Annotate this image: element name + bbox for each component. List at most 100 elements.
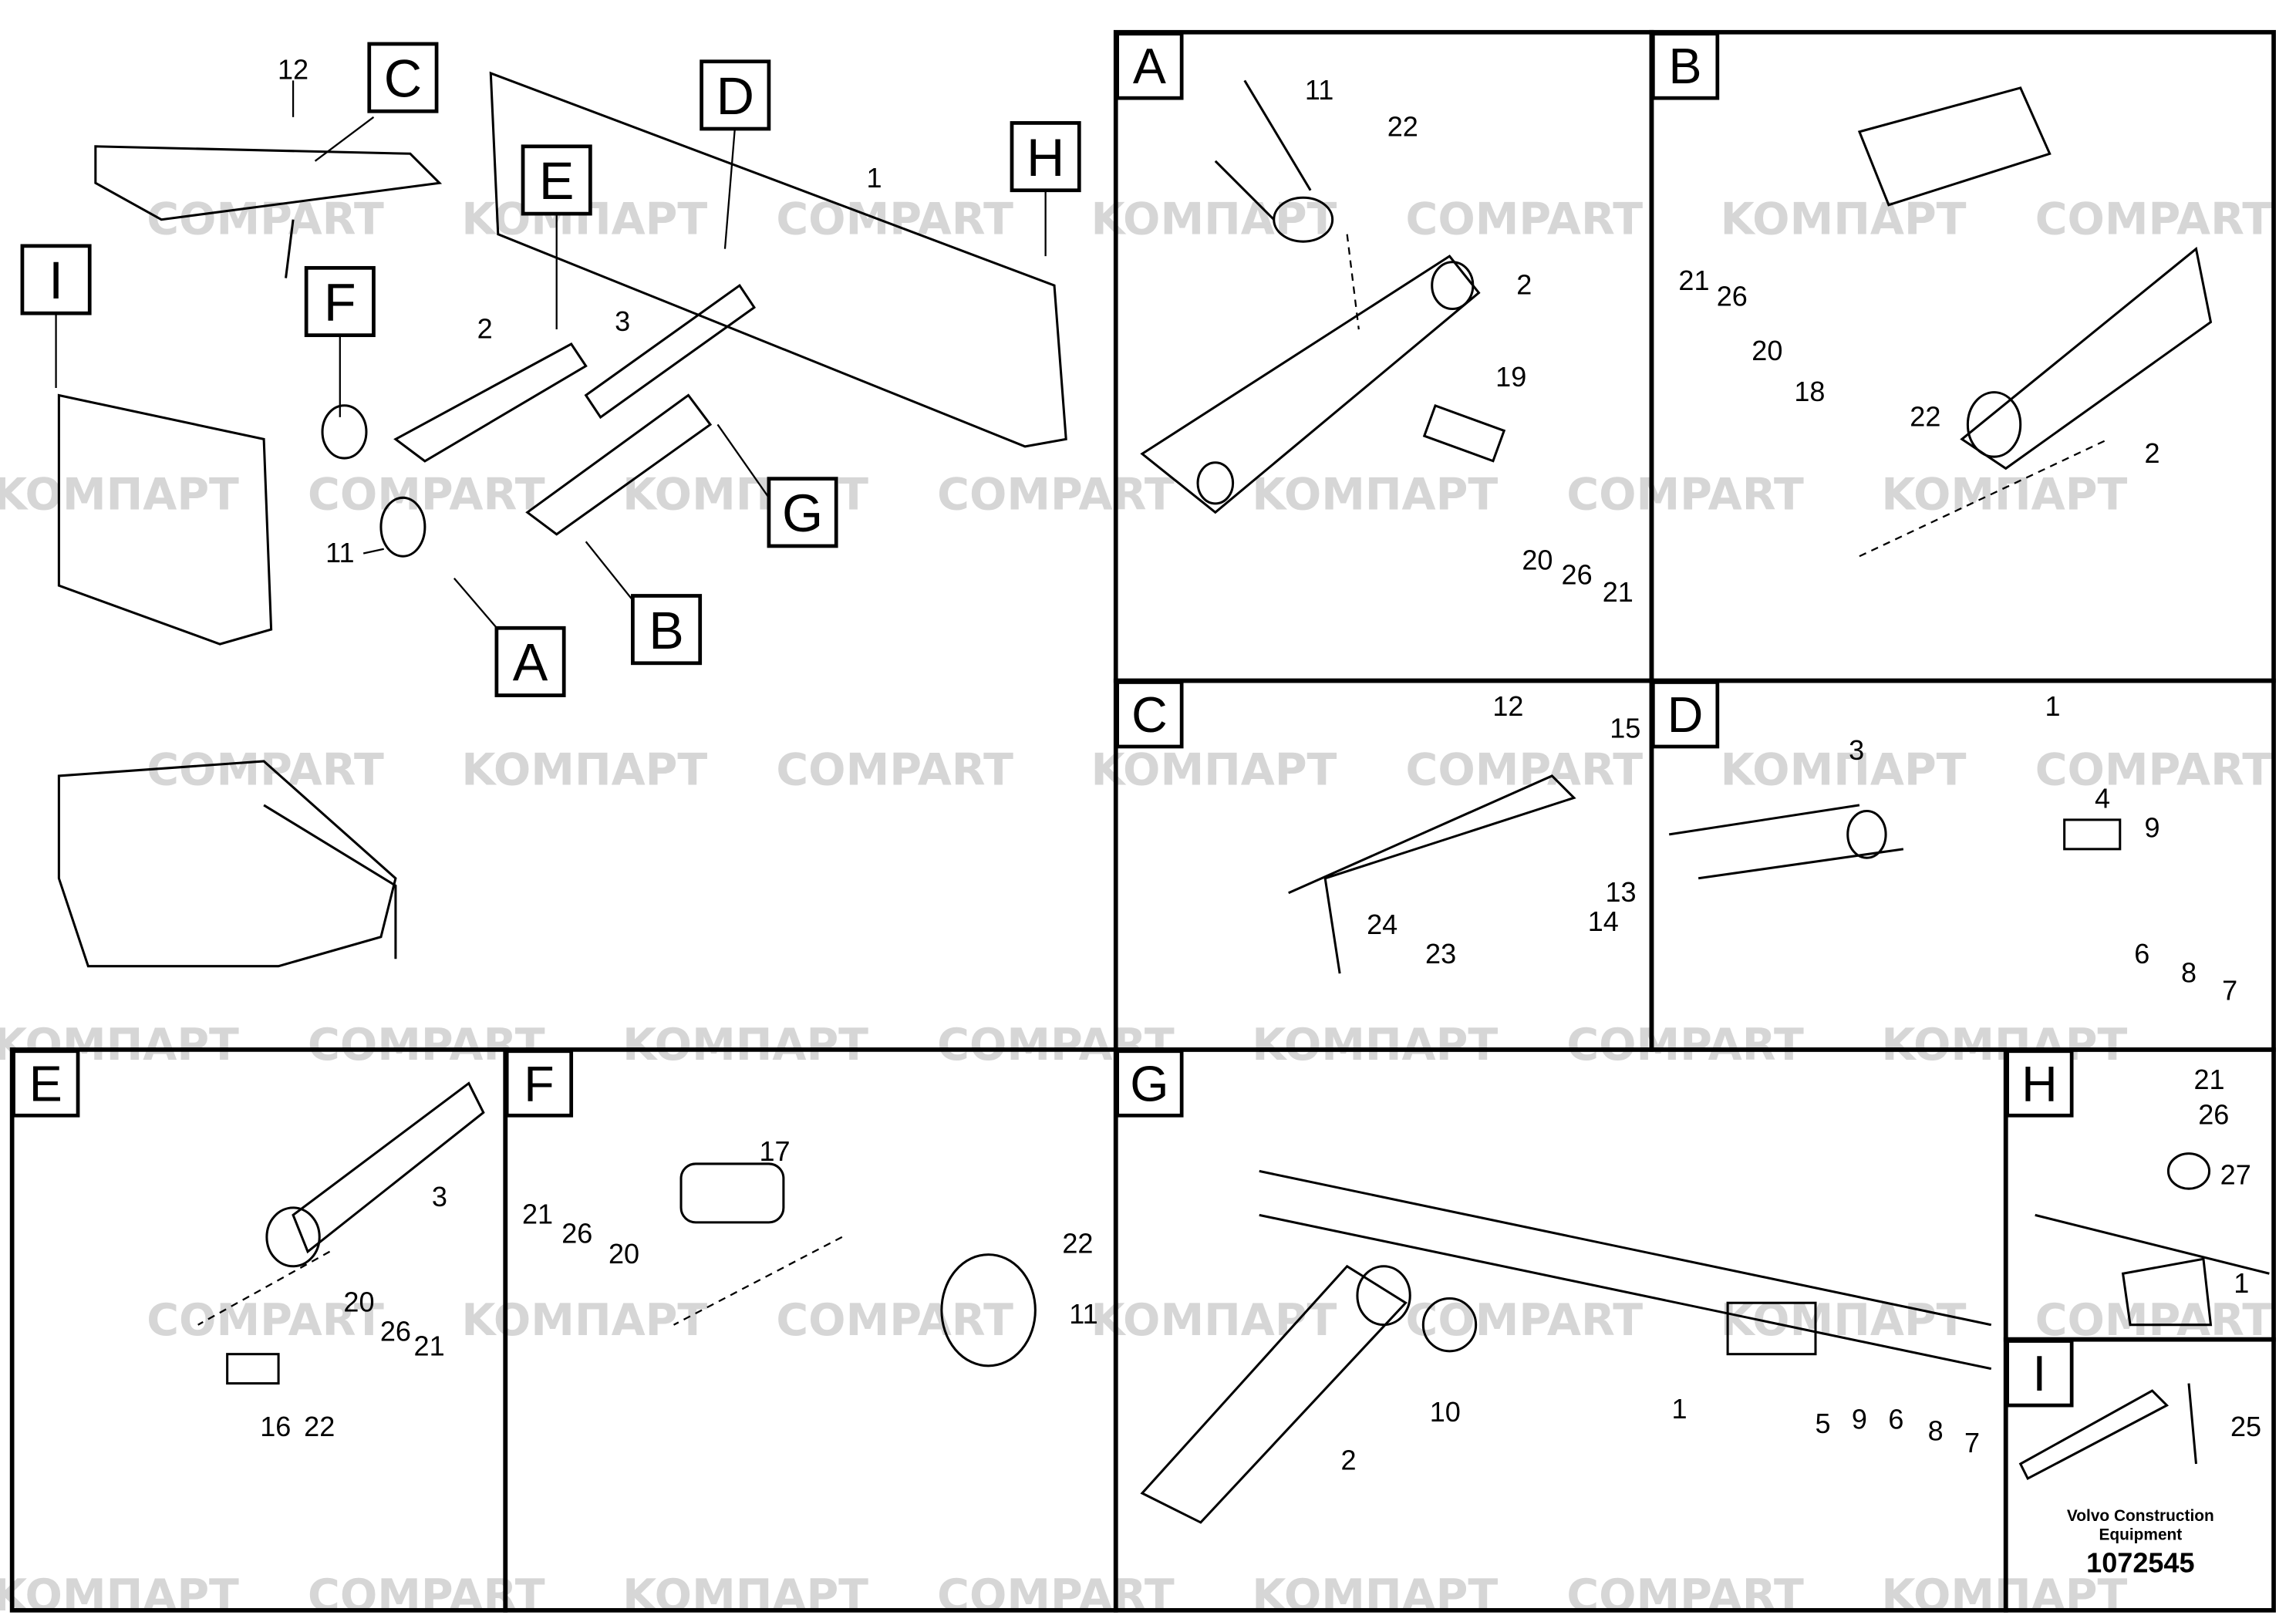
svg-text:G: G (782, 484, 823, 543)
watermark-text: COMPART (776, 1295, 1013, 1346)
part-label-A: 20 (1522, 544, 1553, 575)
watermark-text: COMPART (308, 1570, 545, 1621)
svg-text:E: E (539, 152, 575, 211)
part-label-C: 13 (1606, 876, 1637, 908)
part-label-C: 23 (1425, 938, 1456, 969)
part-label-G: 8 (1928, 1415, 1944, 1447)
watermark-text: COMPART (2035, 744, 2273, 795)
watermark-text: KOMПАРТ (1091, 194, 1337, 245)
watermark-text: KOMПАРТ (622, 1020, 868, 1071)
watermark-text: KOMПАРТ (1721, 744, 1967, 795)
footer-block: Volvo Construction Equipment 1072545 (2067, 1507, 2214, 1578)
part-label-H: 1 (2234, 1267, 2249, 1299)
watermark-text: COMPART (937, 470, 1175, 521)
callout-A: A (494, 626, 566, 697)
svg-text:I: I (2032, 1346, 2046, 1401)
svg-text:I: I (49, 251, 63, 310)
part-label-B: 26 (1717, 281, 1748, 312)
callout-D: D (700, 59, 771, 131)
part-label-F: 11 (1069, 1298, 1097, 1330)
part-label-A: 21 (1603, 576, 1633, 608)
part-label-B: 21 (1678, 265, 1709, 296)
watermark-text: COMPART (776, 744, 1013, 795)
watermark-text: KOMПАРТ (0, 1570, 239, 1621)
panel-title-D: D (1650, 680, 1720, 749)
company-line-1: Volvo Construction (2067, 1507, 2214, 1525)
callout-G: G (767, 477, 838, 548)
detail-panels (9, 29, 2276, 1613)
part-label-D: 3 (1849, 734, 1864, 766)
part-label: 11 (325, 537, 354, 568)
part-label-G: 6 (1888, 1403, 1903, 1435)
svg-text:C: C (384, 49, 422, 108)
watermark-text: COMPART (1406, 194, 1644, 245)
watermark-text: KOMПАРТ (1091, 1295, 1337, 1346)
part-label: 1 (867, 162, 882, 194)
watermark-text: KOMПАРТ (461, 744, 707, 795)
svg-text:H: H (2021, 1056, 2058, 1111)
watermark-text: COMPART (308, 470, 545, 521)
part-label-G: 5 (1815, 1408, 1830, 1439)
watermark-layer: COMPART KOMПАРТ COMPART KOMПАРТ COMPART KOMПА… (0, 194, 2272, 1621)
part-label: 12 (278, 53, 308, 85)
part-label-F: 26 (561, 1217, 592, 1249)
callout-F: F (304, 265, 376, 338)
part-label-C: 14 (1588, 905, 1619, 937)
part-label-F: 22 (1062, 1228, 1093, 1259)
part-label-G: 7 (1964, 1427, 1980, 1458)
svg-text:E: E (29, 1056, 62, 1111)
callout-B: B (631, 594, 703, 666)
part-label-G: 10 (1430, 1396, 1461, 1428)
part-label-H: 21 (2194, 1064, 2225, 1095)
part-label-E: 22 (304, 1411, 335, 1442)
svg-text:D: D (716, 67, 754, 126)
part-label-A: 2 (1516, 269, 1532, 301)
part-label-C: 24 (1367, 909, 1397, 940)
svg-text:F: F (324, 274, 356, 332)
panel-title-G: G (1115, 1049, 1184, 1118)
part-label-H: 26 (2198, 1099, 2229, 1131)
callout-H: H (1010, 121, 1081, 193)
watermark-text: COMPART (1566, 1570, 1804, 1621)
part-label-E: 20 (343, 1286, 374, 1318)
callout-E: E (521, 144, 592, 216)
watermark-text: KOMПАРТ (1252, 1570, 1498, 1621)
overview-drawing (55, 71, 1067, 968)
panel-title-E: E (12, 1049, 80, 1118)
part-label: 3 (615, 305, 630, 337)
watermark-text: COMPART (1566, 470, 1804, 521)
part-label-D: 7 (2222, 974, 2237, 1006)
panel-title-H: H (2005, 1049, 2074, 1118)
svg-text:A: A (513, 634, 548, 693)
svg-text:G: G (1130, 1056, 1168, 1111)
panel-title-A: A (1115, 32, 1184, 100)
watermark-text: COMPART (937, 1570, 1175, 1621)
part-label-B: 18 (1794, 376, 1825, 407)
part-label-B: 22 (1910, 400, 1940, 432)
callout-I: I (20, 244, 92, 315)
part-label-D: 6 (2134, 938, 2149, 969)
watermark-text: KOMПАРТ (461, 1295, 707, 1346)
watermark-text: KOMПАРТ (1881, 470, 2127, 521)
watermark-text: COMPART (147, 744, 384, 795)
part-label: 2 (477, 312, 493, 344)
svg-text:A: A (1133, 39, 1166, 94)
watermark-text: COMPART (1406, 1295, 1644, 1346)
part-label-H: 27 (2220, 1158, 2251, 1190)
part-label-I: 25 (2230, 1411, 2261, 1442)
part-label-G: 2 (1340, 1445, 1356, 1476)
part-label-D: 1 (2045, 690, 2060, 722)
part-label-C: 12 (1492, 690, 1523, 722)
part-label-E: 26 (380, 1316, 411, 1347)
part-label-D: 4 (2095, 783, 2110, 814)
svg-text:B: B (1669, 39, 1702, 94)
watermark-text: KOMПАРТ (1091, 744, 1337, 795)
part-label-G: 9 (1852, 1403, 1867, 1435)
panel-title-I: I (2005, 1339, 2074, 1408)
part-label-F: 21 (522, 1199, 553, 1230)
watermark-text: KOMПАРТ (1721, 194, 1967, 245)
watermark-text: COMPART (1566, 1020, 1804, 1071)
watermark-text: COMPART (147, 194, 384, 245)
